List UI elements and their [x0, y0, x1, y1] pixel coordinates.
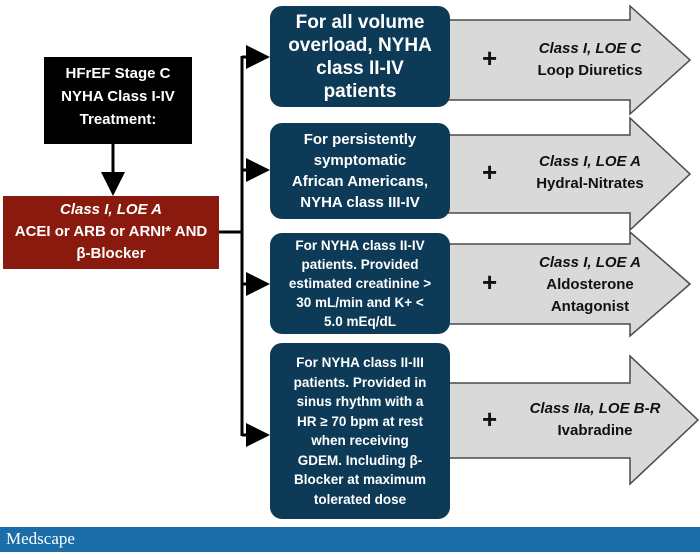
- rec-3-class: Class I, LOE A: [539, 254, 641, 271]
- rec-4-drug: Ivabradine: [557, 422, 633, 439]
- start-line-1: HFrEF Stage C: [65, 65, 171, 82]
- arrow-ivabradine: [439, 354, 700, 486]
- arrow-aldosterone: [439, 230, 692, 338]
- medscape-logo: Medscape: [6, 529, 75, 548]
- recommendation-hydral-nitrates: Class I, LOE A Hydral-Nitrates: [520, 151, 660, 195]
- condition-box-creatinine: For NYHA class II-IV patients. Provided …: [270, 233, 450, 334]
- condition-1-line-1: For all volume: [295, 11, 425, 33]
- rec-3-drug-line-2: Antagonist: [550, 298, 630, 315]
- plus-sign-3: +: [482, 267, 498, 297]
- treatment-class: Class I, LOE A: [60, 201, 162, 218]
- condition-2-line-2: symptomatic: [313, 152, 407, 169]
- hfref-stage-c-box: HFrEF Stage C NYHA Class I-IV Treatment:: [44, 57, 192, 144]
- condition-3-line-5: 5.0 mEq/dL: [323, 314, 396, 329]
- recommendation-loop-diuretics: Class I, LOE C Loop Diuretics: [520, 38, 660, 82]
- condition-3-line-4: 30 mL/min and K+ <: [296, 295, 424, 310]
- condition-2-line-1: For persistently: [303, 131, 417, 148]
- condition-4-line-3: sinus rhythm with a: [296, 394, 424, 409]
- condition-box-sinus-rhythm: For NYHA class II-III patients. Provided…: [270, 343, 450, 519]
- condition-box-volume-overload: For all volume overload, NYHA class II-I…: [270, 6, 450, 107]
- condition-1-line-4: patients: [323, 80, 397, 102]
- condition-4-line-1: For NYHA class II-III: [296, 355, 424, 370]
- rec-2-class: Class I, LOE A: [539, 153, 641, 170]
- arrow-loop-diuretics: [439, 4, 692, 116]
- condition-4-line-6: GDEM. Including β-: [297, 452, 423, 468]
- footer-bar: Medscape: [0, 527, 700, 552]
- start-line-3: Treatment:: [79, 111, 157, 128]
- condition-4-line-4: HR ≥ 70 bpm at rest: [297, 413, 423, 429]
- condition-3-line-3: estimated creatinine >: [288, 276, 432, 291]
- condition-2-line-4: NYHA class III-IV: [300, 194, 420, 211]
- condition-1-line-2: overload, NYHA: [288, 34, 432, 56]
- arrow-hydral-nitrates: [439, 116, 692, 232]
- rec-1-class: Class I, LOE C: [538, 40, 642, 57]
- rec-1-drug: Loop Diuretics: [537, 62, 643, 79]
- condition-1-line-3: class II-IV: [316, 57, 404, 79]
- treatment-line-2: ACEI or ARB or ARNI* AND: [14, 223, 208, 240]
- condition-3-line-2: patients. Provided: [301, 257, 419, 272]
- condition-4-line-5: when receiving: [311, 433, 409, 448]
- plus-sign-4: +: [482, 404, 498, 434]
- condition-4-line-2: patients. Provided in: [293, 374, 427, 390]
- rec-2-drug: Hydral-Nitrates: [536, 175, 644, 192]
- plus-sign-2: +: [482, 157, 498, 187]
- condition-3-line-1: For NYHA class II-IV: [295, 238, 425, 253]
- condition-box-african-americans: For persistently symptomatic African Ame…: [270, 123, 450, 219]
- rec-4-class: Class IIa, LOE B-R: [529, 400, 661, 417]
- condition-2-line-3: African Americans,: [291, 173, 429, 190]
- condition-4-line-8: tolerated dose: [313, 491, 407, 507]
- plus-sign-1: +: [482, 43, 498, 73]
- recommendation-aldosterone-antagonist: Class I, LOE A Aldosterone Antagonist: [520, 252, 660, 318]
- rec-3-drug-line-1: Aldosterone: [546, 276, 634, 293]
- baseline-treatment-box: Class I, LOE A ACEI or ARB or ARNI* AND …: [3, 196, 219, 269]
- recommendation-ivabradine: Class IIa, LOE B-R Ivabradine: [515, 398, 675, 442]
- start-line-2: NYHA Class I-IV: [61, 88, 175, 105]
- condition-4-line-7: Blocker at maximum: [293, 472, 427, 487]
- treatment-line-3: β-Blocker: [76, 245, 146, 262]
